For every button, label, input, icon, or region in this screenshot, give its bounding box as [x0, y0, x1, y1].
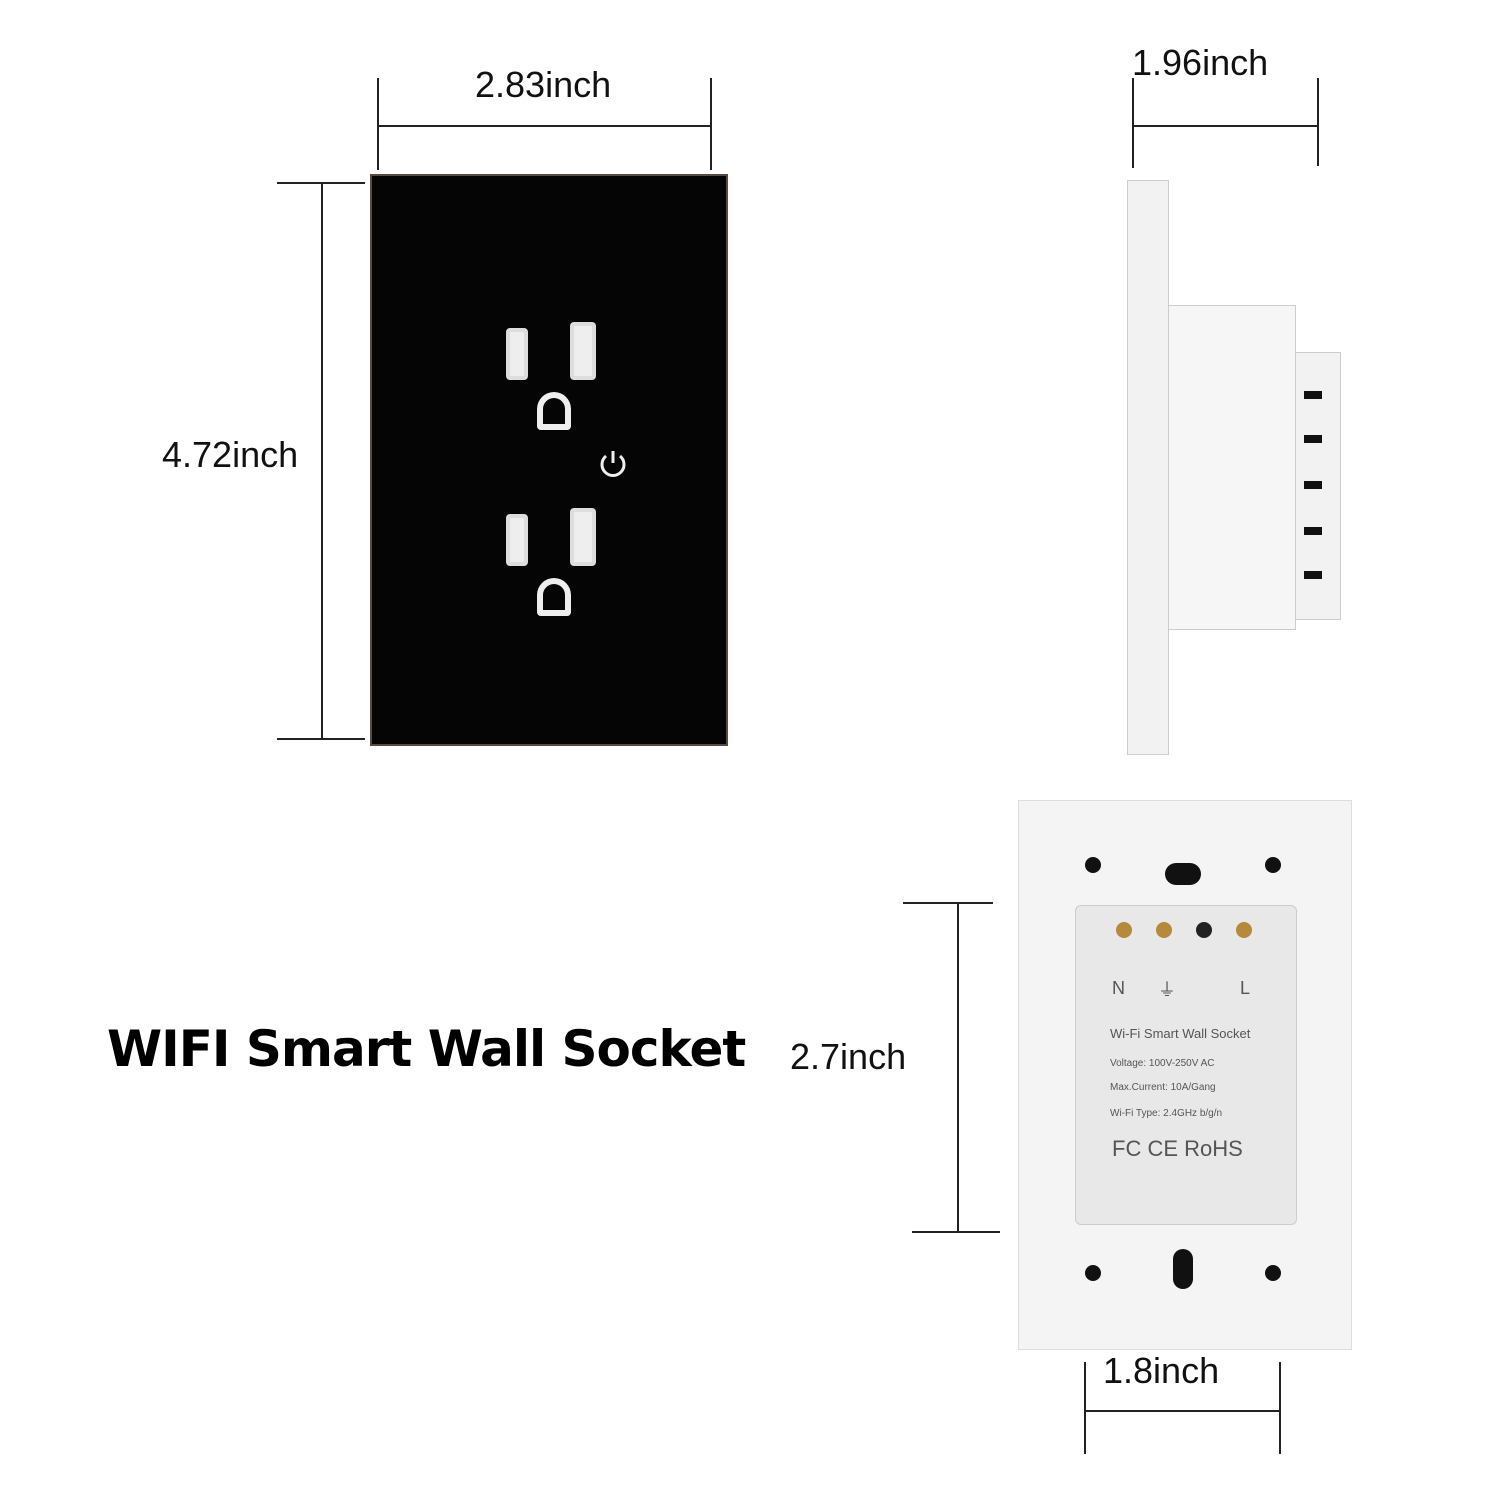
dimension-line [377, 125, 712, 127]
front-width-label: 2.83inch [475, 64, 612, 105]
side-panel [1127, 180, 1169, 755]
front-height-label: 4.72inch [162, 434, 299, 475]
dimension-line [903, 902, 993, 904]
label-certifications: FC CE RoHS [1112, 1136, 1243, 1161]
socket-front-panel [370, 174, 728, 746]
dimension-line [1084, 1410, 1281, 1412]
product-title: WIFI Smart Wall Socket [107, 1020, 746, 1078]
dimension-line [1279, 1362, 1281, 1454]
dimension-line [1132, 125, 1319, 127]
side-module-step [1295, 352, 1341, 620]
side-module [1168, 305, 1296, 630]
dimension-line [710, 78, 712, 170]
side-depth-label: 1.96inch [1132, 42, 1269, 83]
outlet-slot [570, 322, 596, 380]
dimension-line [1317, 78, 1319, 166]
ground-hole [537, 578, 571, 616]
dimension-line [1084, 1362, 1086, 1454]
back-module: N ⏚ L Wi-Fi Smart Wall Socket Voltage: 1… [1075, 905, 1297, 1225]
dimension-line [377, 78, 379, 170]
dimension-line [957, 902, 959, 1233]
dimension-line [321, 182, 323, 740]
label-voltage: Voltage: 100V-250V AC [1110, 1058, 1215, 1069]
terminal-n: N [1112, 978, 1125, 998]
ground-symbol: ⏚ [1158, 980, 1176, 1000]
outlet-slot [506, 328, 528, 380]
module-width-label: 1.8inch [1103, 1350, 1220, 1391]
terminal-l: L [1240, 978, 1251, 998]
power-touch-icon[interactable] [596, 446, 630, 480]
dimension-line [1132, 78, 1134, 168]
ground-hole [537, 392, 571, 430]
dimension-line [912, 1231, 1000, 1233]
label-wifi: Wi-Fi Type: 2.4GHz b/g/n [1110, 1108, 1223, 1119]
outlet-slot [506, 514, 528, 566]
label-current: Max.Current: 10A/Gang [1110, 1082, 1216, 1093]
outlet-slot [570, 508, 596, 566]
module-height-label: 2.7inch [790, 1036, 907, 1077]
label-product: Wi-Fi Smart Wall Socket [1110, 1026, 1251, 1041]
